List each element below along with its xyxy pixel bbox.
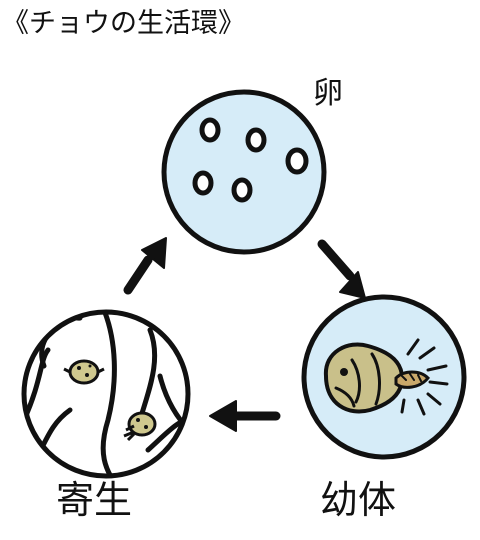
arrow-icon (123, 237, 366, 432)
host-texture (24, 312, 188, 476)
larva-icon (323, 338, 449, 416)
larva-stage (301, 294, 467, 460)
parasite-icon (63, 359, 157, 442)
egg-label: 卵 (313, 76, 343, 111)
parasite-stage (21, 309, 191, 479)
egg-icon (192, 117, 309, 203)
egg-stage (161, 89, 327, 255)
larva-label: 幼体 (320, 478, 397, 522)
parasite-label: 寄生 (56, 478, 133, 522)
diagram-title: 《チョウの生活環》 (2, 8, 245, 39)
